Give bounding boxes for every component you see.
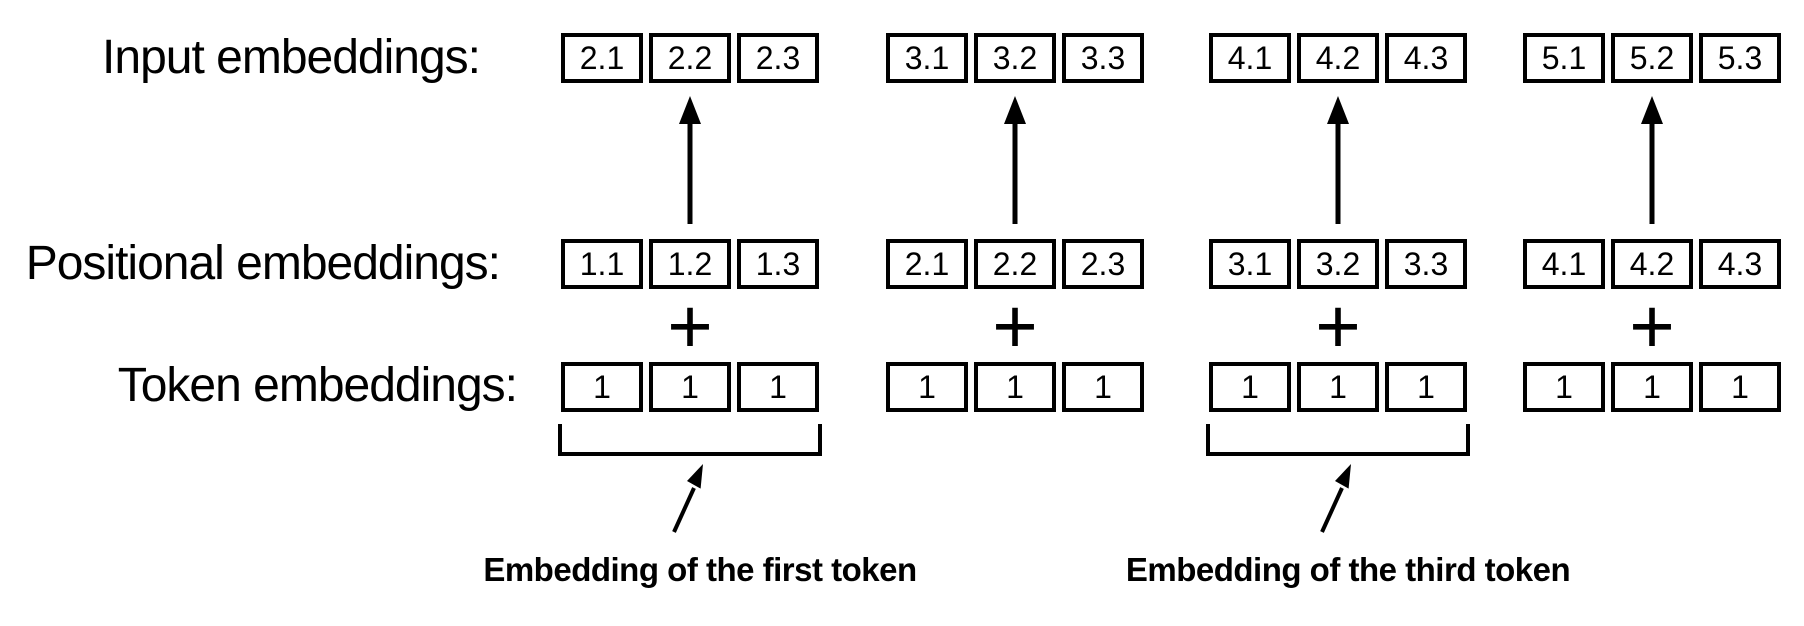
embedding-cell: 1 <box>737 362 819 412</box>
embedding-cell: 1.3 <box>737 239 819 289</box>
embedding-cell: 4.3 <box>1385 33 1467 83</box>
embedding-cell: 4.1 <box>1209 33 1291 83</box>
embedding-cell: 1 <box>1062 362 1144 412</box>
embedding-cell: 2.3 <box>1062 239 1144 289</box>
embedding-cell: 4.2 <box>1611 239 1693 289</box>
up-arrow-icon <box>679 96 701 224</box>
up-arrow-icon <box>1641 96 1663 224</box>
embedding-cell: 1 <box>649 362 731 412</box>
input-embedding-vector-1: 2.1 2.2 2.3 <box>561 33 819 83</box>
embedding-cell: 1.2 <box>649 239 731 289</box>
embedding-cell: 5.3 <box>1699 33 1781 83</box>
pointer-arrow-icon <box>1320 464 1351 533</box>
embedding-cell: 1.1 <box>561 239 643 289</box>
embedding-cell: 2.2 <box>649 33 731 83</box>
embedding-cell: 5.1 <box>1523 33 1605 83</box>
input-embedding-vector-4: 5.1 5.2 5.3 <box>1523 33 1781 83</box>
plus-operator: + <box>667 282 713 370</box>
embedding-cell: 4.3 <box>1699 239 1781 289</box>
embedding-cell: 4.2 <box>1297 33 1379 83</box>
positional-embedding-vector-2: 2.1 2.2 2.3 <box>886 239 1144 289</box>
embedding-cell: 3.3 <box>1062 33 1144 83</box>
up-arrow-icon <box>1004 96 1026 224</box>
embedding-cell: 2.1 <box>886 239 968 289</box>
plus-operator: + <box>992 282 1038 370</box>
embedding-cell: 1 <box>1611 362 1693 412</box>
label-positional-embeddings: Positional embeddings: <box>25 237 501 290</box>
underbrace-third-token <box>1206 424 1470 456</box>
token-embedding-vector-4: 1 1 1 <box>1523 362 1781 412</box>
embedding-cell: 3.2 <box>1297 239 1379 289</box>
up-arrow-icon <box>1327 96 1349 224</box>
embedding-cell: 2.3 <box>737 33 819 83</box>
input-embedding-vector-3: 4.1 4.2 4.3 <box>1209 33 1467 83</box>
embedding-cell: 3.1 <box>886 33 968 83</box>
label-input-embeddings: Input embeddings: <box>102 31 481 84</box>
embedding-cell: 3.1 <box>1209 239 1291 289</box>
embedding-cell: 1 <box>1297 362 1379 412</box>
input-embedding-vector-2: 3.1 3.2 3.3 <box>886 33 1144 83</box>
embedding-cell: 1 <box>1385 362 1467 412</box>
embedding-cell: 1 <box>1209 362 1291 412</box>
positional-embedding-vector-1: 1.1 1.2 1.3 <box>561 239 819 289</box>
plus-operator: + <box>1629 282 1675 370</box>
token-embedding-vector-1: 1 1 1 <box>561 362 819 412</box>
embedding-cell: 1 <box>561 362 643 412</box>
embedding-cell: 3.3 <box>1385 239 1467 289</box>
annotation-first-token: Embedding of the first token <box>483 551 917 588</box>
underbrace-first-token <box>558 424 822 456</box>
embedding-cell: 2.2 <box>974 239 1056 289</box>
token-embedding-vector-3: 1 1 1 <box>1209 362 1467 412</box>
label-token-embeddings: Token embeddings: <box>117 359 518 412</box>
embedding-cell: 1 <box>974 362 1056 412</box>
embedding-cell: 1 <box>886 362 968 412</box>
plus-operator: + <box>1315 282 1361 370</box>
embedding-cell: 4.1 <box>1523 239 1605 289</box>
embedding-cell: 2.1 <box>561 33 643 83</box>
embedding-cell: 1 <box>1699 362 1781 412</box>
pointer-arrow-icon <box>672 464 703 533</box>
embedding-cell: 3.2 <box>974 33 1056 83</box>
positional-embedding-vector-3: 3.1 3.2 3.3 <box>1209 239 1467 289</box>
embedding-cell: 5.2 <box>1611 33 1693 83</box>
embedding-cell: 1 <box>1523 362 1605 412</box>
token-embedding-vector-2: 1 1 1 <box>886 362 1144 412</box>
annotation-third-token: Embedding of the third token <box>1125 551 1571 588</box>
positional-embedding-vector-4: 4.1 4.2 4.3 <box>1523 239 1781 289</box>
